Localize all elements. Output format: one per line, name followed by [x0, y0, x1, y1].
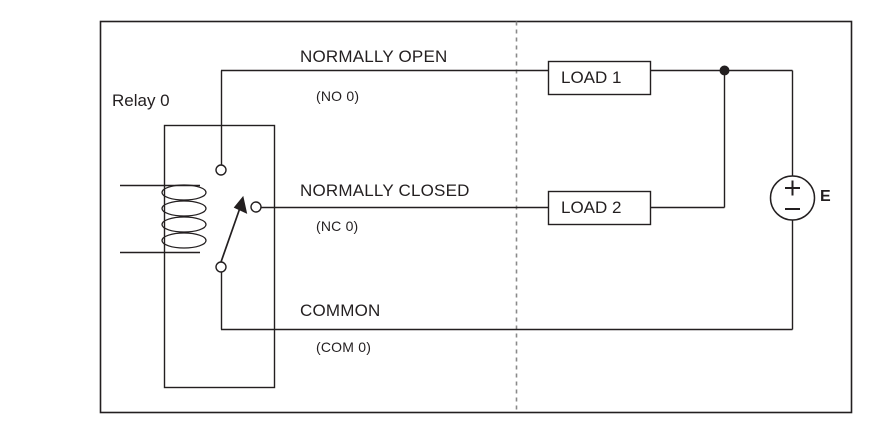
- no-contact-terminal-icon: [215, 164, 227, 176]
- relay-coil-icon: [161, 184, 207, 249]
- relay-armature: [220, 204, 242, 263]
- armature-arrowhead-icon: [233, 195, 248, 214]
- terminal-sublabel-no: (NO 0): [316, 88, 360, 104]
- com-contact-terminal-icon: [215, 261, 227, 273]
- relay-body-box: [163, 124, 276, 389]
- voltage-source-icon: [769, 175, 816, 221]
- nc-contact-terminal-icon: [250, 201, 262, 213]
- load1-label: LOAD 1: [561, 68, 622, 87]
- load2-label: LOAD 2: [561, 198, 622, 217]
- terminal-sublabel-com: (COM 0): [316, 339, 372, 355]
- voltage-source-label: E: [820, 188, 831, 205]
- terminal-sublabel-nc: (NC 0): [316, 218, 359, 234]
- source-plus-icon: [785, 180, 800, 196]
- junction-dot: [719, 65, 730, 76]
- terminal-label-nc: NORMALLY CLOSED: [300, 181, 470, 200]
- relay-label: Relay 0: [112, 91, 170, 110]
- terminal-label-no: NORMALLY OPEN: [300, 47, 448, 66]
- load1-box: [547, 60, 652, 96]
- outer-border: [99, 20, 853, 414]
- terminal-label-com: COMMON: [300, 301, 381, 320]
